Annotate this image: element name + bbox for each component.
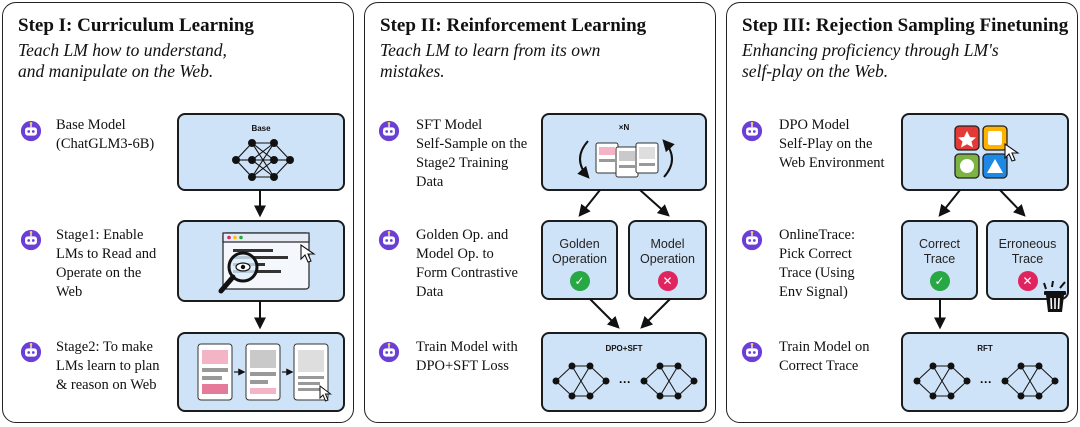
step2-title: Step II: Reinforcement Learning [380, 15, 647, 36]
neural-networks-icon: ··· [552, 362, 698, 400]
check-icon: ✓ [569, 271, 590, 291]
base-label: Base [251, 124, 271, 133]
cross-icon: ✕ [1017, 271, 1038, 291]
stage1-box [177, 220, 345, 302]
step1-row1-desc: Base Model(ChatGLM3-6B) [56, 117, 155, 152]
step2-subtitle: Teach LM to learn from its own mistakes. [380, 40, 601, 81]
robot-icon [20, 229, 42, 251]
neural-networks-icon: ··· [913, 362, 1059, 400]
rft-box: RFT ··· [901, 332, 1069, 412]
web-pages-illustration [197, 343, 332, 402]
step3-panel: Step III: Rejection Sampling Finetuning … [726, 2, 1078, 423]
sampling-cycle-illustration [577, 139, 675, 179]
check-icon: ✓ [929, 271, 950, 291]
dpo-sft-label: DPO+SFT [605, 344, 643, 353]
self-sample-box: ×N [541, 113, 707, 191]
ellipsis-text: ··· [619, 375, 631, 389]
step3-subtitle: Enhancing proficiency through LM's self-… [742, 40, 999, 81]
self-play-box [901, 113, 1069, 191]
cross-icon: ✕ [657, 271, 678, 291]
step3-title: Step III: Rejection Sampling Finetuning [742, 15, 1069, 36]
neural-network-icon [232, 139, 294, 181]
ellipsis-text: ··· [980, 375, 992, 389]
web-inspect-illustration [218, 232, 316, 294]
web-environment-shapes-icon [954, 125, 1020, 179]
base-model-box: Base [177, 113, 345, 191]
robot-icon [20, 120, 42, 142]
step2-panel: Step II: Reinforcement Learning Teach LM… [364, 2, 716, 423]
robot-icon [741, 120, 763, 142]
robot-icon [378, 120, 400, 142]
rft-label: RFT [977, 344, 993, 353]
robot-icon [741, 229, 763, 251]
dpo-sft-box: DPO+SFT ··· [541, 332, 707, 412]
robot-sparkle-icon [378, 341, 400, 363]
repeat-label: ×N [618, 123, 630, 132]
robot-icon [378, 229, 400, 251]
robot-sparkle-icon [20, 341, 42, 363]
robot-sparkle-icon [741, 341, 763, 363]
step1-subtitle: Teach LM how to understand, and manipula… [18, 40, 227, 81]
step1-title: Step I: Curriculum Learning [18, 15, 254, 36]
step1-panel: Step I: Curriculum Learning Teach LM how… [2, 2, 354, 423]
trash-bin-icon [1043, 281, 1066, 312]
stage2-box [177, 332, 345, 412]
